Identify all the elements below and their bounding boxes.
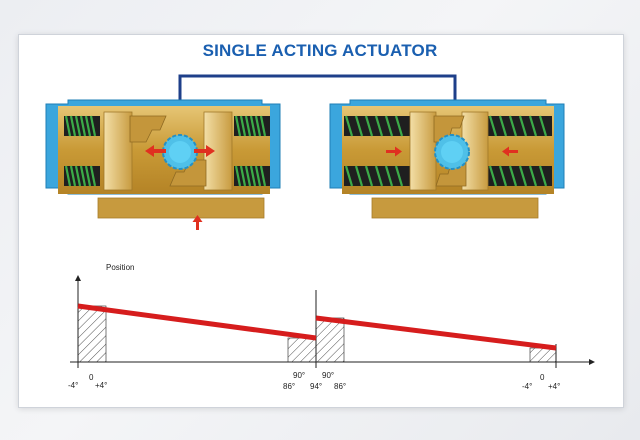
tick-label: 90° <box>293 371 305 380</box>
actuator-right <box>329 99 565 219</box>
spring-left-bottom <box>64 165 100 187</box>
hatch-zone <box>315 317 345 363</box>
tick-label: 86° <box>334 382 346 391</box>
tick-label: +4° <box>95 381 107 390</box>
tick-label: 86° <box>283 382 295 391</box>
spring-right-bottom <box>234 165 270 187</box>
position-graph: Position -4° 0 +4° 90° 86° 94° 90° 86° -… <box>68 263 595 391</box>
position-line-2 <box>315 315 557 351</box>
actuator-left <box>45 99 281 230</box>
tick-label: +4° <box>548 382 560 391</box>
arrow-right-inward <box>502 146 518 157</box>
spring-right-top <box>234 115 270 137</box>
title-bracket <box>178 74 457 106</box>
y-axis-label: Position <box>106 263 134 272</box>
piston-left <box>409 111 437 191</box>
spring-right-top <box>488 115 552 137</box>
spring-left-bottom <box>344 165 410 187</box>
hatch-zone <box>77 305 107 363</box>
arrow-right <box>194 145 215 157</box>
hatch-zone <box>287 337 317 363</box>
spring-left-top <box>64 115 100 137</box>
arrow-air-inlet <box>192 215 203 230</box>
tick-label: 0 <box>89 373 94 382</box>
piston-left <box>103 111 133 191</box>
tick-label: 0 <box>540 373 545 382</box>
position-line-1 <box>77 303 317 341</box>
tick-label: -4° <box>522 382 532 391</box>
tick-label: 90° <box>322 371 334 380</box>
hatch-zone <box>529 347 557 363</box>
arrow-left <box>145 145 166 157</box>
tick-label: 94° <box>310 382 322 391</box>
spring-left-top <box>344 115 410 137</box>
diagram-title: SINGLE ACTING ACTUATOR <box>202 41 438 60</box>
arrow-left-inward <box>386 146 402 157</box>
spring-right-bottom <box>488 165 552 187</box>
tick-label: -4° <box>68 381 78 390</box>
